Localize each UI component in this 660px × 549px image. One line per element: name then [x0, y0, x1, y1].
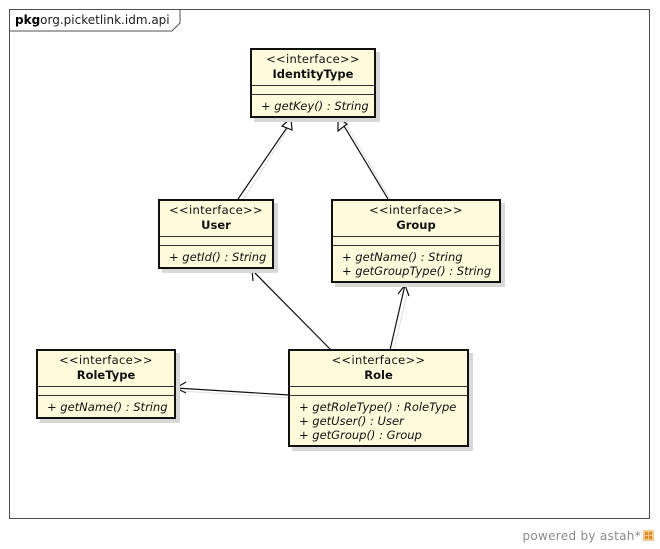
operation: + getGroupType() : String: [342, 264, 492, 278]
association-arrowhead: [174, 381, 187, 394]
operation-compartment: + getName() : String + getGroupType() : …: [333, 246, 499, 281]
astah-watermark: powered by astah*: [522, 529, 654, 543]
attribute-compartment: [38, 387, 174, 396]
generalization-group-identitytype: [343, 125, 389, 200]
operation: + getGroup() : Group: [299, 428, 422, 442]
stereotype-label: <<interface>>: [331, 353, 426, 367]
stereotype-label: <<interface>>: [169, 203, 263, 217]
class-name: User: [201, 218, 231, 232]
class-group[interactable]: <<interface>> Group + getName() : String…: [331, 199, 501, 283]
operation: + getKey() : String: [261, 99, 369, 113]
package-tab: pkgorg.picketlink.idm.api: [9, 9, 179, 31]
stereotype-label: <<interface>>: [369, 203, 463, 217]
operation-compartment: + getName() : String: [38, 396, 174, 417]
package-name: org.picketlink.idm.api: [40, 13, 170, 27]
association-role-roletype: [175, 387, 290, 396]
stereotype-label: <<interface>>: [266, 52, 360, 66]
class-role[interactable]: <<interface>> Role + getRoleType() : Rol…: [288, 349, 469, 447]
class-identitytype[interactable]: <<interface>> IdentityType + getKey() : …: [250, 48, 376, 118]
class-name: Role: [364, 368, 393, 382]
operation-compartment: + getId() : String: [160, 246, 272, 267]
class-name: RoleType: [76, 368, 136, 382]
attribute-compartment: [333, 237, 499, 246]
association-role-user: [251, 269, 332, 351]
operation: + getRoleType() : RoleType: [299, 400, 457, 414]
stereotype-label: <<interface>>: [59, 353, 153, 367]
operation: + getId() : String: [169, 250, 267, 264]
watermark-text: powered by astah*: [522, 529, 641, 543]
generalization-user-identitytype: [237, 125, 289, 200]
package-frame: [9, 9, 650, 519]
generalization-arrowhead: [280, 116, 293, 131]
class-user[interactable]: <<interface>> User + getId() : String: [158, 199, 274, 269]
package-keyword: pkg: [15, 13, 41, 27]
operation: + getName() : String: [342, 250, 463, 264]
association-role-group: [389, 284, 406, 351]
class-name: IdentityType: [272, 67, 354, 81]
class-header: <<interface>> IdentityType: [252, 50, 374, 86]
association-arrowhead: [397, 283, 410, 297]
operation-compartment: + getRoleType() : RoleType + getUser() :…: [290, 396, 467, 445]
class-header: <<interface>> RoleType: [38, 351, 174, 387]
class-header: <<interface>> Group: [333, 201, 499, 237]
generalization-arrowhead: [337, 116, 349, 133]
class-header: <<interface>> Role: [290, 351, 467, 387]
class-header: <<interface>> User: [160, 201, 272, 237]
operation: + getName() : String: [47, 400, 168, 414]
astah-logo-icon: [643, 530, 654, 541]
class-name: Group: [396, 218, 436, 232]
attribute-compartment: [290, 387, 467, 396]
operation-compartment: + getKey() : String: [252, 95, 374, 116]
class-roletype[interactable]: <<interface>> RoleType + getName() : Str…: [36, 349, 176, 419]
attribute-compartment: [252, 86, 374, 95]
association-arrowhead: [251, 269, 264, 282]
operation: + getUser() : User: [299, 414, 404, 428]
attribute-compartment: [160, 237, 272, 246]
